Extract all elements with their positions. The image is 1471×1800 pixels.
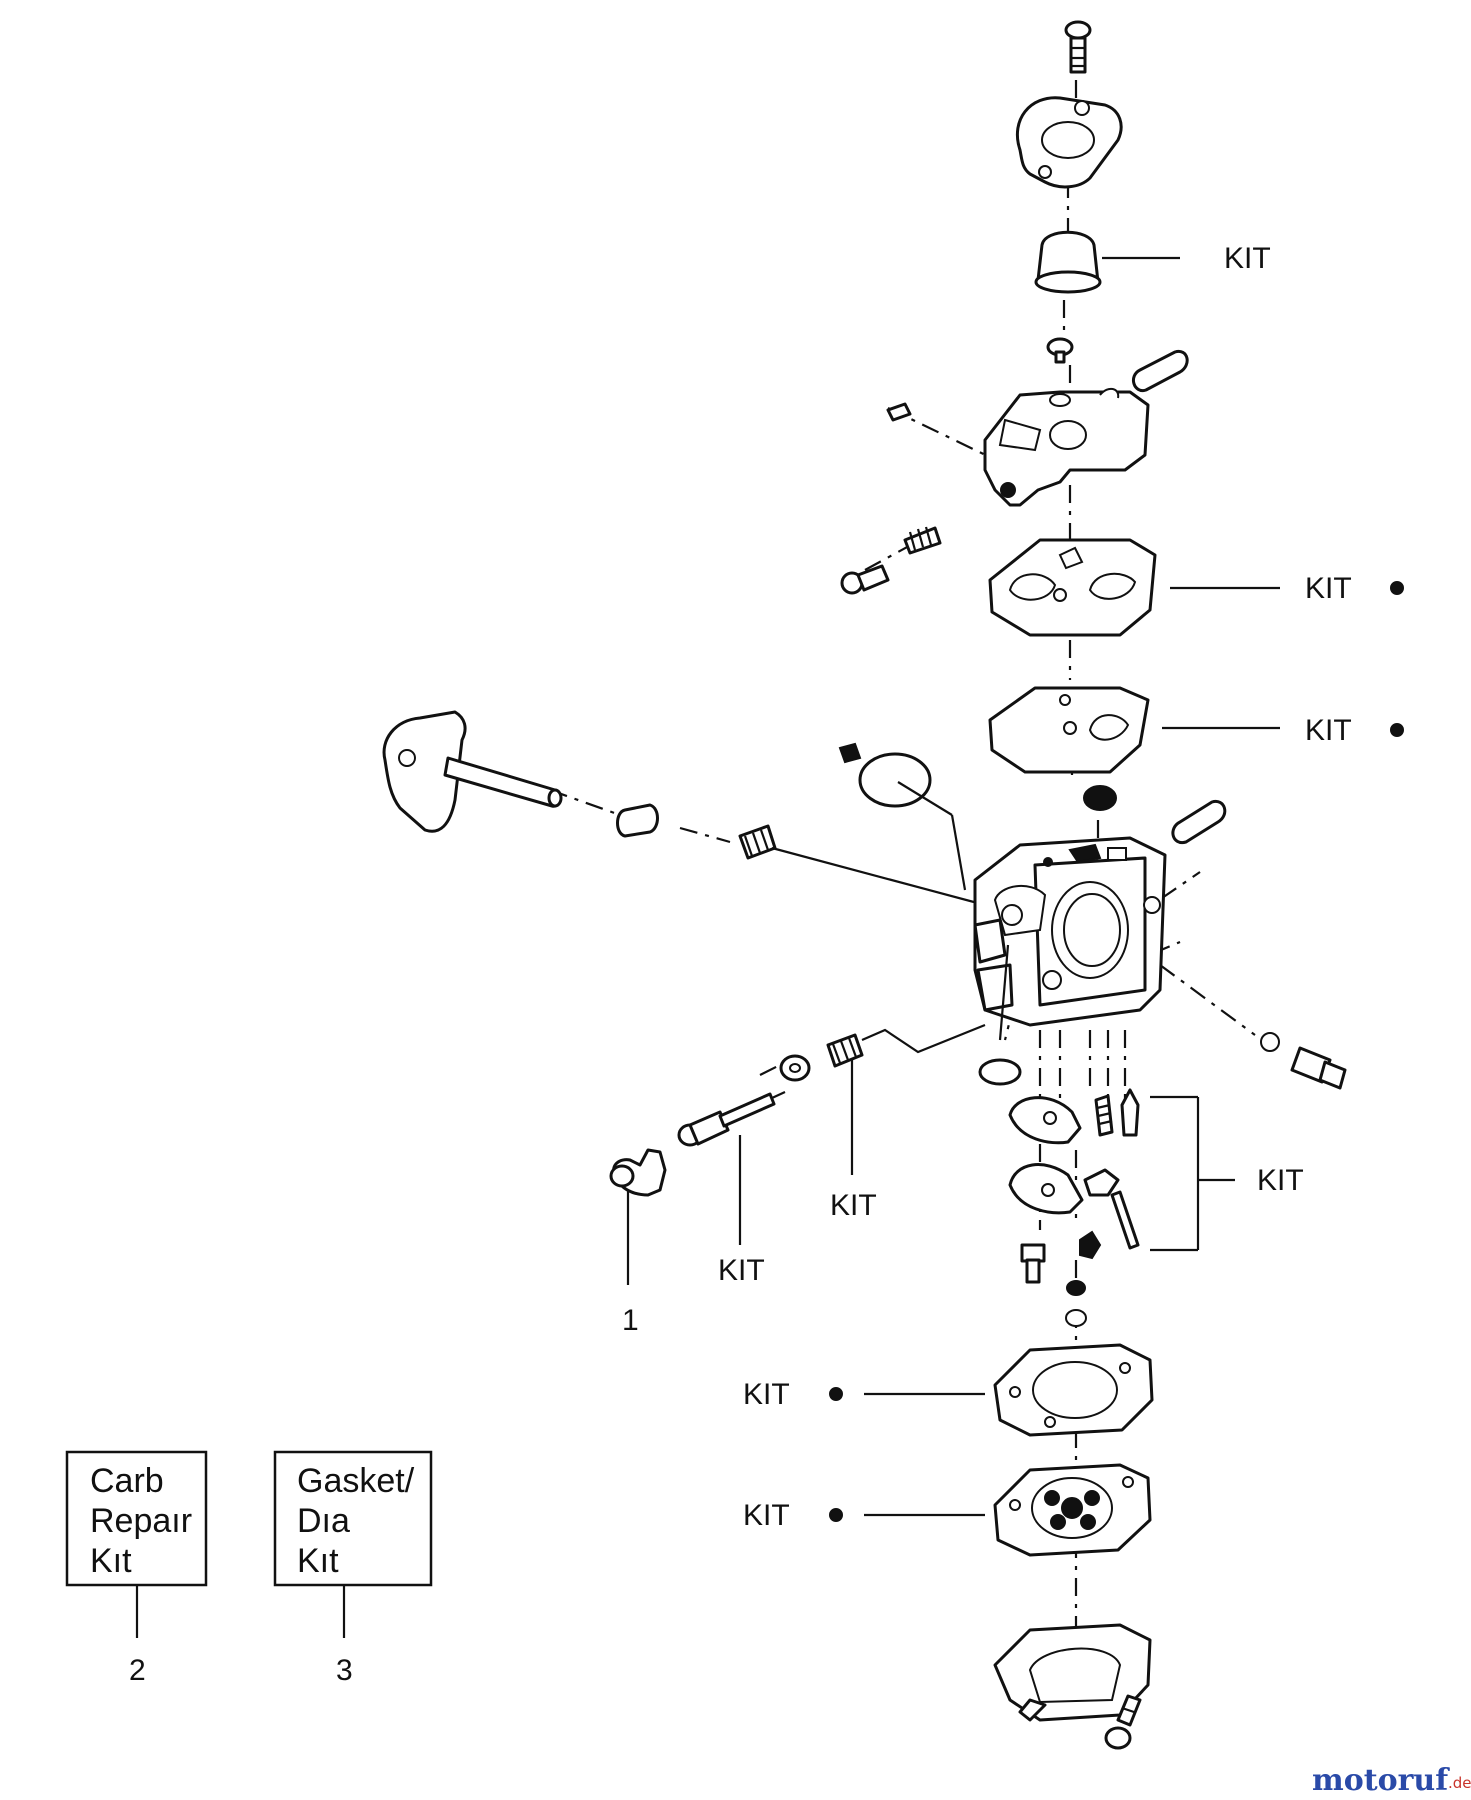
carb-repair-kit-box: Carb Repaır Kıt [65,1450,208,1587]
carburetor-body-part [973,836,1167,1041]
gasket-dia-kit-line-2: Dıa [297,1502,350,1540]
pump-cover-part [983,387,1150,507]
pump-gasket-part [988,538,1157,637]
needle-spring-part [826,1023,986,1068]
kit-label-primer-bulb: KIT [1224,242,1271,275]
metering-plate-part [1008,1163,1084,1215]
inlet-needle-part [1120,1088,1140,1137]
choke-bushing-part [616,803,659,838]
washer-part [779,1054,811,1082]
idle-spring-part [886,402,942,555]
callout-number-2: 2 [129,1654,146,1687]
metering-cover-part [993,1623,1152,1722]
throttle-plate-part [838,742,967,891]
kit-label-low-needle: KIT [830,1189,877,1222]
kit-label-metering-gasket: KIT [743,1378,790,1411]
kit-label-metering-diaphragm: KIT [743,1499,790,1532]
carb-repair-kit-line-3: Kıt [90,1542,132,1580]
carb-repair-kit-line-1: Carb [90,1462,164,1500]
jet-screw-part [1079,1230,1102,1260]
shaft-pin-part [1171,799,1227,845]
top-screw-part [1064,20,1092,74]
kit-label-metering-parts: KIT [1257,1164,1304,1197]
low-speed-needle-part [677,1091,786,1147]
leader-lines [135,256,1280,1638]
roll-pin-part [1131,349,1189,393]
kit-bullet-pump-diaphragm [1390,723,1404,737]
kit-label-high-needle: KIT [718,1254,765,1287]
choke-lever-part [382,710,563,833]
fuel-inlet-part [1260,1032,1347,1090]
gasket-dia-kit-box: Gasket/ Dıa Kıt [273,1450,433,1587]
gasket-dia-kit-line-1: Gasket/ [297,1462,415,1500]
metering-diaphragm-part [993,1463,1152,1557]
cover-screw-part [1104,1694,1142,1750]
choke-spring-part [738,824,986,907]
check-valve-disc-part [978,1058,1022,1086]
idle-screw-part [840,564,890,595]
primer-bulb-part [1034,230,1102,294]
lever-screw-part [1020,1243,1046,1284]
metering-gasket-part [993,1343,1154,1437]
pump-diaphragm-part [988,686,1150,774]
motoruf-watermark: motoruf .de [1312,1763,1471,1798]
gasket-dia-kit-line-3: Kıt [297,1542,339,1580]
callout-number-3: 3 [336,1654,353,1687]
kit-labels: KIT KIT KIT KIT KIT KIT KIT KIT [718,242,1404,1532]
high-speed-needle-part [609,1148,667,1197]
check-valve-part [1046,337,1074,364]
kit-bullet-metering-diaphragm [829,1508,843,1522]
kit-bullet-metering-gasket [829,1387,843,1401]
kit-label-pump-gasket: KIT [1305,572,1352,605]
kit-label-pump-diaphragm: KIT [1305,714,1352,747]
metering-lever-part [1008,1096,1082,1145]
metering-lever-pin-part [1083,1168,1140,1250]
carb-repair-kit-line-2: Repaır [90,1502,192,1540]
callout-number-1: 1 [622,1304,639,1337]
watermark-text: motoruf [1312,1763,1450,1798]
kit-bullet-pump-gasket [1390,581,1404,595]
metering-spring-part [1094,1094,1114,1137]
welch-plug-part [1083,785,1117,811]
mounting-bracket-part [1015,96,1123,189]
watermark-suffix: .de [1448,1774,1471,1792]
o-ring-parts [1065,1280,1087,1327]
